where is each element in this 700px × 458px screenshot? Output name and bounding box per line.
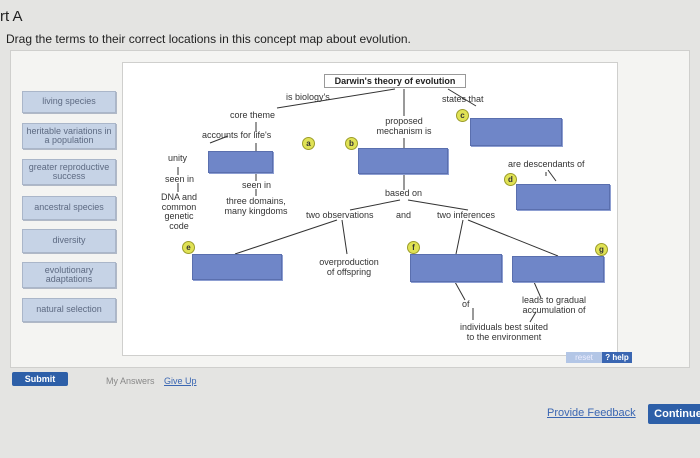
drop-target-c[interactable] — [470, 118, 562, 146]
label-unity: unity — [168, 153, 188, 163]
marker-d: d — [504, 173, 517, 186]
help-button[interactable]: ? help — [602, 352, 632, 363]
instructions: Drag the terms to their correct location… — [6, 32, 411, 46]
reset-button[interactable]: reset — [566, 352, 602, 363]
label-of: of — [462, 299, 470, 309]
marker-g: g — [595, 243, 608, 256]
submit-button[interactable]: Submit — [12, 372, 68, 386]
label-states-that: states that — [442, 94, 484, 104]
label-seen-in-unity: seen in — [165, 174, 195, 184]
map-title: Darwin's theory of evolution — [324, 74, 466, 88]
drop-target-e[interactable] — [192, 254, 282, 280]
label-and: and — [396, 210, 412, 220]
drop-target-a[interactable] — [208, 151, 273, 173]
label-individuals-best-suited: individuals best suited to the environme… — [459, 322, 549, 342]
provide-feedback-link[interactable]: Provide Feedback — [547, 407, 636, 419]
continue-button[interactable]: Continue — [648, 404, 700, 424]
term-living-species[interactable]: living species — [22, 91, 116, 113]
label-two-inferences: two inferences — [437, 210, 496, 220]
label-overproduction: overproduction of offspring — [319, 257, 379, 277]
marker-a: a — [302, 137, 315, 150]
term-greater-reproductive-success[interactable]: greater reproductive success — [22, 159, 116, 185]
give-up-link[interactable]: Give Up — [164, 376, 197, 386]
label-accounts-for: accounts for life's — [202, 130, 272, 140]
term-evolutionary-adaptations[interactable]: evolutionary adaptations — [22, 262, 116, 288]
term-natural-selection[interactable]: natural selection — [22, 298, 116, 322]
label-proposed-mechanism: proposed mechanism is — [376, 116, 432, 136]
marker-f: f — [407, 241, 420, 254]
marker-c: c — [456, 109, 469, 122]
term-heritable-variations[interactable]: heritable variations in a population — [22, 123, 116, 149]
label-seen-in-diversity: seen in — [242, 180, 272, 190]
label-based-on: based on — [385, 188, 423, 198]
marker-b: b — [345, 137, 358, 150]
label-core-theme: core theme — [230, 110, 276, 120]
label-three-domains: three domains, many kingdoms — [224, 196, 288, 216]
drop-target-d[interactable] — [516, 184, 610, 210]
label-two-observations: two observations — [306, 210, 374, 220]
drop-target-g[interactable] — [512, 256, 604, 282]
term-diversity[interactable]: diversity — [22, 229, 116, 253]
label-is-biologys: is biology's — [286, 92, 330, 102]
term-ancestral-species[interactable]: ancestral species — [22, 196, 116, 220]
marker-e: e — [182, 241, 195, 254]
my-answers-label: My Answers — [106, 376, 155, 386]
label-leads-to: leads to gradual accumulation of — [521, 295, 587, 315]
drop-target-f[interactable] — [410, 254, 502, 282]
label-dna-code: DNA and common genetic code — [160, 192, 198, 232]
part-label: rt A — [0, 8, 23, 25]
label-are-descendants: are descendants of — [508, 159, 585, 169]
drop-target-b[interactable] — [358, 148, 448, 174]
